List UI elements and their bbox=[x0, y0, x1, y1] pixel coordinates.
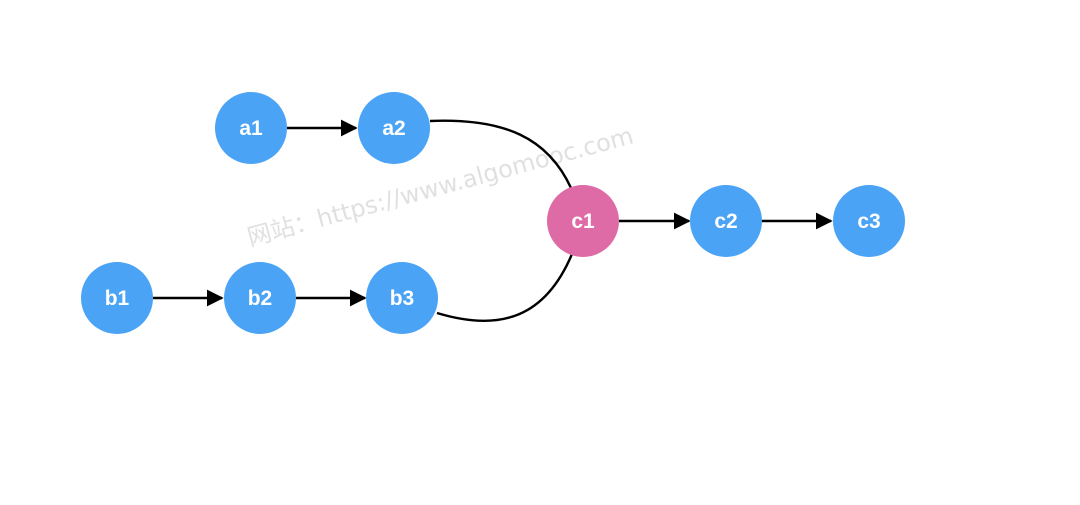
node-label-c2: c2 bbox=[714, 210, 737, 233]
node-label-a2: a2 bbox=[382, 117, 405, 140]
node-label-b2: b2 bbox=[248, 287, 273, 310]
node-circle-b1 bbox=[81, 262, 153, 334]
edge-group bbox=[153, 119, 833, 323]
node-b2: b2 bbox=[224, 262, 296, 334]
node-label-a1: a1 bbox=[239, 117, 263, 140]
node-b1: b1 bbox=[81, 262, 153, 334]
node-circle-c2 bbox=[690, 185, 762, 257]
node-label-b1: b1 bbox=[105, 287, 130, 310]
edge-b3-c1 bbox=[436, 253, 574, 323]
node-circle-b2 bbox=[224, 262, 296, 334]
node-b3: b3 bbox=[366, 262, 438, 334]
node-a2: a2 bbox=[358, 92, 430, 164]
node-c2: c2 bbox=[690, 185, 762, 257]
node-a1: a1 bbox=[215, 92, 287, 164]
node-circle-a1 bbox=[215, 92, 287, 164]
node-group: a1 a2 b1 b2 b3 c1 c2 c3 bbox=[81, 92, 905, 334]
node-label-c1: c1 bbox=[571, 210, 595, 233]
node-label-c3: c3 bbox=[857, 210, 880, 233]
node-c1: c1 bbox=[547, 185, 619, 257]
edge-a2-c1 bbox=[429, 119, 573, 189]
node-circle-c1 bbox=[547, 185, 619, 257]
node-circle-a2 bbox=[358, 92, 430, 164]
node-circle-c3 bbox=[833, 185, 905, 257]
node-label-b3: b3 bbox=[390, 287, 415, 310]
node-circle-b3 bbox=[366, 262, 438, 334]
node-c3: c3 bbox=[833, 185, 905, 257]
